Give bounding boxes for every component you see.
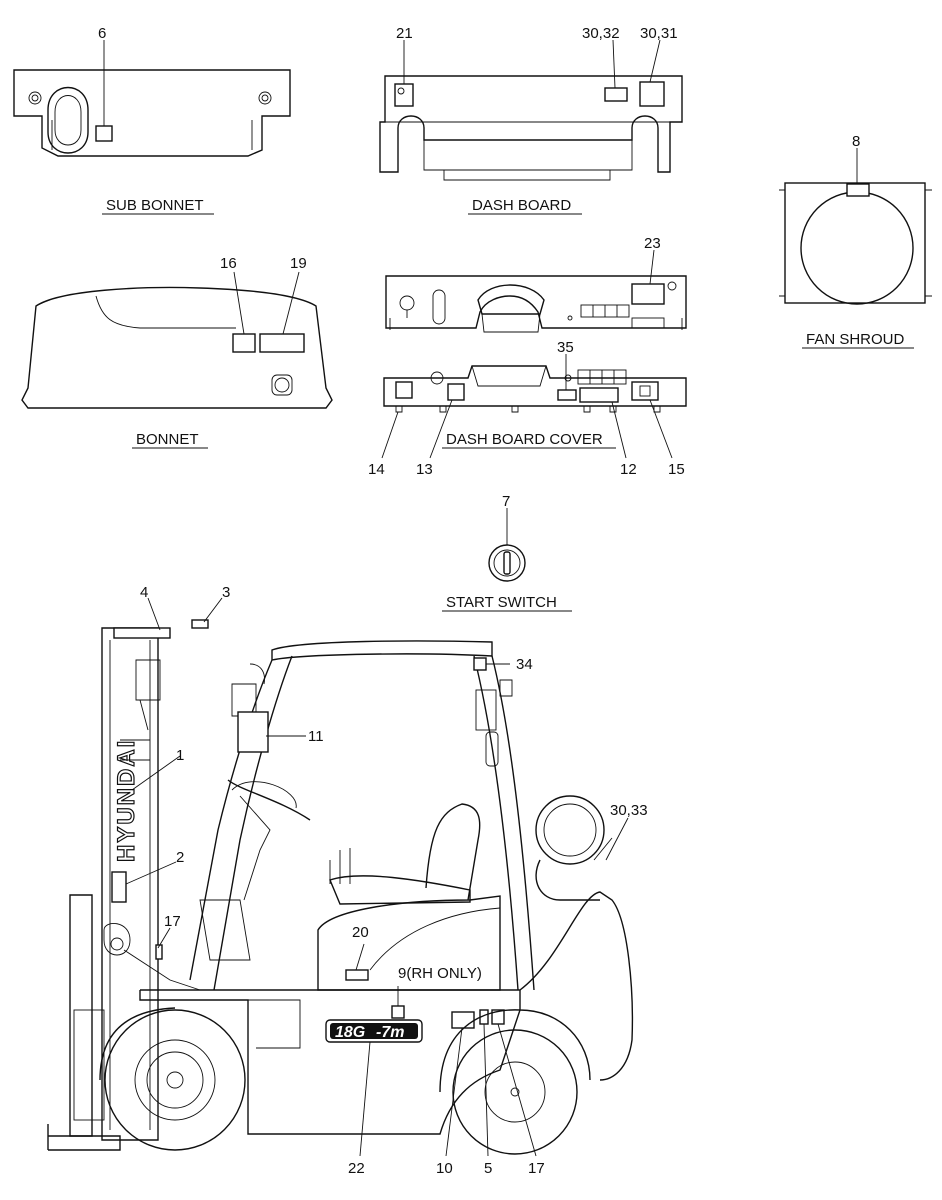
decal-15 [631, 381, 659, 401]
callout-1: 1 [176, 747, 184, 764]
decal-21 [394, 83, 414, 107]
model-decal-b: -7m [376, 1024, 404, 1041]
callout-9: 9(RH ONLY) [398, 965, 482, 982]
dash-board-cover-part [381, 354, 687, 459]
decal-34 [473, 657, 487, 671]
callout-15: 15 [668, 461, 685, 478]
callout-14: 14 [368, 461, 385, 478]
callout-16: 16 [220, 255, 237, 272]
callout-34: 34 [516, 656, 533, 673]
callout-11: 11 [308, 728, 324, 745]
decal-22-plate [325, 1019, 423, 1043]
sub-bonnet-part [13, 40, 291, 157]
caption-bonnet: BONNET [136, 431, 199, 448]
decal-30-31 [639, 81, 665, 107]
decal-35 [557, 389, 577, 401]
dash-board-top-part [385, 249, 687, 333]
decal-17-front [155, 944, 163, 960]
callout-19: 19 [290, 255, 307, 272]
decal-8 [846, 183, 870, 197]
callout-13: 13 [416, 461, 433, 478]
model-decal-a: 18G [335, 1024, 365, 1041]
forklift-body: HYUNDAI [47, 619, 634, 1155]
decal-14 [395, 381, 413, 399]
callout-30-33: 30,33 [610, 802, 648, 819]
captions: SUB BONNET DASH BOARD FAN SHROUD BONNET … [102, 197, 914, 612]
leader-lines [125, 597, 629, 1157]
bonnet-part [21, 271, 333, 409]
dash-board-part [379, 39, 683, 181]
callout-22: 22 [348, 1160, 365, 1177]
decal-12 [579, 387, 619, 403]
decal-30-32 [604, 87, 628, 102]
callout-6: 6 [98, 25, 106, 42]
callout-35: 35 [557, 339, 574, 356]
callout-8: 8 [852, 133, 860, 150]
decal-2 [111, 871, 127, 903]
decal-6 [95, 125, 113, 142]
fan-shroud-part [779, 148, 932, 305]
decal-3 [191, 619, 209, 629]
callout-3: 3 [222, 584, 230, 601]
caption-fan-shroud: FAN SHROUD [806, 331, 905, 348]
decal-10 [451, 1011, 475, 1029]
callout-17-rear: 17 [528, 1160, 545, 1177]
start-switch-part [488, 508, 526, 582]
callout-17-front: 17 [164, 913, 181, 930]
mast-brand-decal: HYUNDAI [113, 739, 140, 862]
callout-5: 5 [484, 1160, 492, 1177]
callout-7: 7 [502, 493, 510, 510]
caption-start-switch: START SWITCH [446, 594, 557, 611]
callout-30-32: 30,32 [582, 25, 620, 42]
decal-20 [345, 969, 369, 981]
callout-21: 21 [396, 25, 413, 42]
decal-23 [631, 283, 665, 305]
decal-13 [447, 383, 465, 401]
caption-sub-bonnet: SUB BONNET [106, 197, 204, 214]
callout-2: 2 [176, 849, 184, 866]
callout-4: 4 [140, 584, 148, 601]
caption-dash-board: DASH BOARD [472, 197, 571, 214]
callout-23: 23 [644, 235, 661, 252]
callout-30-31: 30,31 [640, 25, 678, 42]
callout-12: 12 [620, 461, 637, 478]
caption-dash-board-cover: DASH BOARD COVER [446, 431, 603, 448]
decal-11 [237, 711, 269, 753]
callout-numbers: 6 21 30,32 30,31 8 23 16 19 35 14 13 12 … [98, 25, 860, 1177]
decal-19 [259, 333, 305, 353]
callout-20: 20 [352, 924, 369, 941]
callout-10: 10 [436, 1160, 453, 1177]
decal-16 [232, 333, 256, 353]
decal-9 [391, 1005, 405, 1019]
